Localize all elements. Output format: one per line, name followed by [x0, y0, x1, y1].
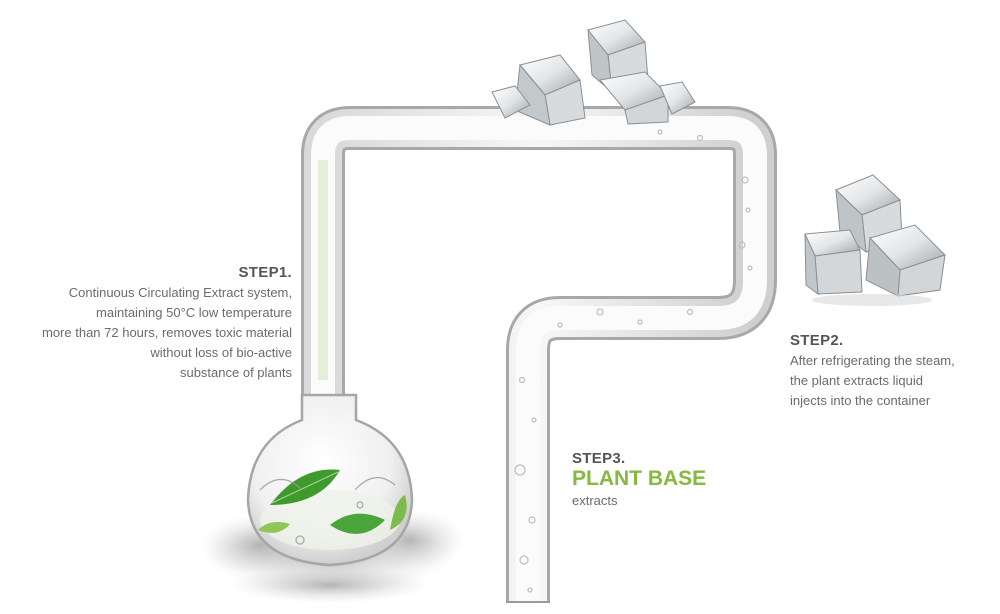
step2-line: After refrigerating the steam, — [790, 353, 955, 368]
step3-desc: extracts — [572, 493, 618, 508]
step1-line: more than 72 hours, removes toxic materi… — [42, 325, 292, 340]
step2-block: STEP2. After refrigerating the steam, th… — [790, 332, 990, 411]
leaf-icon — [390, 495, 407, 530]
ice-cube-icon — [804, 174, 946, 306]
step1-title: STEP1. — [238, 264, 292, 281]
leaf-icon — [330, 513, 385, 534]
step2-line: injects into the container — [790, 393, 931, 408]
leaf-icon — [270, 469, 340, 505]
flask-glass — [246, 393, 414, 567]
step1-line: maintaining 50°C low temperature — [96, 305, 292, 320]
step1-block: STEP1. Continuous Circulating Extract sy… — [32, 264, 292, 383]
step2-title: STEP2. — [790, 332, 844, 349]
ice-cube-icon — [491, 19, 696, 126]
step1-line: Continuous Circulating Extract system, — [68, 285, 292, 300]
step3-title: STEP3. — [572, 450, 626, 467]
leaf-icon — [258, 522, 290, 533]
step3-highlight: PLANT BASE — [572, 467, 707, 490]
step2-line: the plant extracts liquid — [790, 373, 923, 388]
step3-block: STEP3. PLANT BASE extracts — [572, 450, 772, 511]
step1-line: substance of plants — [179, 365, 292, 380]
step1-line: without loss of bio-active — [150, 345, 292, 360]
glass-tube — [301, 106, 777, 603]
